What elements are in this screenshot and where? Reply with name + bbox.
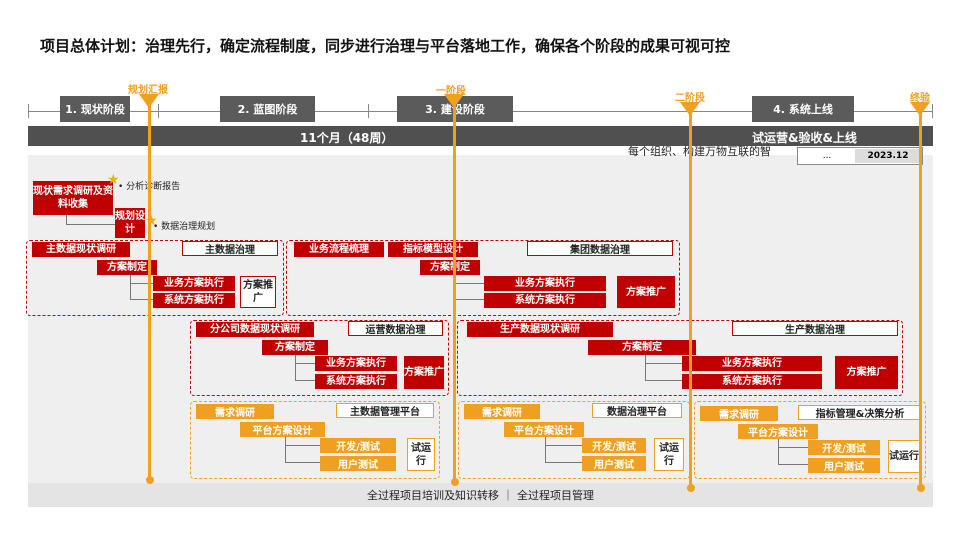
- phase-4: 4. 系统上线: [752, 96, 854, 122]
- scheme-box: 方案制定: [97, 260, 157, 275]
- survey-box: 现状需求调研及资料收集: [33, 181, 113, 215]
- timeline-tick: [158, 104, 159, 118]
- timeline-tick: [368, 104, 369, 118]
- req-survey-box: 需求调研: [700, 406, 778, 421]
- biz-exec-box: 业务方案执行: [484, 276, 606, 291]
- milestone-line: [148, 104, 151, 480]
- master-data-group: [26, 240, 284, 316]
- milestone-marker-icon: [444, 94, 464, 108]
- prod-survey-box: 生产数据现状调研: [467, 322, 613, 337]
- plan-design-box: 规划设计: [115, 208, 145, 238]
- indicator-design-box: 指标模型设计: [388, 242, 478, 257]
- platform-design-box: 平台方案设计: [504, 422, 584, 437]
- scheme-box: 方案制定: [262, 340, 328, 355]
- user-test-box: 用户测试: [808, 458, 880, 473]
- biz-exec-box: 业务方案执行: [682, 356, 822, 371]
- milestone-line: [453, 104, 456, 482]
- ops-data-group: [190, 320, 449, 396]
- milestone-marker-icon: [910, 102, 930, 116]
- prod-gov-box: 生产数据治理: [732, 321, 898, 336]
- scheme-box: 方案制定: [420, 260, 480, 275]
- duration-main: 11个月（48周）: [300, 131, 394, 145]
- master-gov-box: 主数据治理: [182, 241, 278, 256]
- star-icon: ★: [107, 172, 120, 188]
- milestone-label: 二阶段: [675, 93, 705, 104]
- phase-2: 2. 蓝图阶段: [220, 96, 315, 122]
- milestone-line: [919, 112, 922, 488]
- duration-trial: 试运营&验收&上线: [752, 131, 857, 145]
- milestone-label: 终验: [910, 93, 930, 104]
- dev-test-box: 开发/测试: [320, 438, 396, 453]
- req-survey-box: 需求调研: [464, 404, 540, 419]
- overlay-text: 每个组织、构建万物互联的智: [628, 146, 771, 158]
- connector: [455, 275, 484, 300]
- milestone-dot-icon: [451, 478, 459, 486]
- user-test-box: 用户测试: [582, 456, 646, 471]
- prod-data-group: [457, 320, 903, 396]
- timeline-tick: [932, 104, 933, 118]
- note-analysis: • 分析诊断报告: [118, 182, 181, 192]
- page-title: 项目总体计划：治理先行，确定流程制度，同步进行治理与平台落地工作，确保各个阶段的…: [40, 37, 731, 55]
- mdm-platform-box: 主数据管理平台: [336, 403, 434, 418]
- branch-survey-box: 分公司数据现状调研: [196, 322, 314, 337]
- milestone-dot-icon: [687, 484, 695, 492]
- bottom-bar: 全过程项目培训及知识转移 ｜ 全过程项目管理: [28, 483, 933, 507]
- indicator-platform-box: 指标管理&决策分析: [798, 405, 922, 420]
- master-survey-box: 主数据现状调研: [32, 242, 130, 257]
- trial-run-box: 试运行: [407, 438, 435, 471]
- gov-platform-box: 数据治理平台: [592, 403, 682, 418]
- sys-exec-box: 系统方案执行: [484, 293, 606, 308]
- platform-design-box: 平台方案设计: [240, 422, 325, 437]
- connector: [778, 439, 808, 465]
- milestone-dot-icon: [146, 476, 154, 484]
- indicator-platform-group: [694, 401, 926, 479]
- req-survey-box: 需求调研: [196, 404, 274, 419]
- ops-gov-box: 运营数据治理: [348, 321, 443, 336]
- connector: [295, 355, 315, 381]
- overlay-cell: ...: [822, 151, 832, 161]
- scheme-box: 方案制定: [588, 340, 696, 355]
- sys-exec-box: 系统方案执行: [315, 374, 397, 389]
- promote-box: 方案推广: [835, 356, 898, 389]
- flow-sort-box: 业务流程梳理: [294, 242, 384, 257]
- connector: [66, 215, 115, 225]
- connector: [285, 437, 320, 463]
- sys-exec-box: 系统方案执行: [153, 293, 235, 308]
- note-governance-plan: • 数据治理规划: [153, 222, 216, 232]
- connector: [545, 437, 582, 463]
- promote-box: 方案推广: [404, 356, 444, 389]
- milestone-line: [689, 112, 692, 488]
- group-gov-box: 集团数据治理: [527, 241, 673, 256]
- connector: [130, 275, 153, 300]
- timeline-tick: [28, 104, 29, 118]
- trial-run-box: 试运行: [654, 438, 684, 471]
- dev-test-box: 开发/测试: [808, 440, 880, 455]
- sys-exec-box: 系统方案执行: [682, 374, 822, 389]
- milestone-label: 一阶段: [436, 86, 466, 97]
- dev-test-box: 开发/测试: [582, 438, 646, 453]
- connector: [645, 355, 682, 381]
- biz-exec-box: 业务方案执行: [153, 276, 235, 291]
- trial-run-box: 试运行: [888, 440, 920, 473]
- milestone-marker-icon: [139, 94, 159, 108]
- duration-bar: [28, 126, 933, 146]
- milestone-marker-icon: [680, 102, 700, 116]
- group-data-group: [286, 240, 680, 316]
- platform-design-box: 平台方案设计: [738, 424, 818, 439]
- milestone-label: 规划汇报: [128, 85, 168, 96]
- overlay-cell: 2023.12: [855, 149, 921, 163]
- phase-1: 1. 现状阶段: [60, 96, 130, 122]
- biz-exec-box: 业务方案执行: [315, 356, 397, 371]
- user-test-box: 用户测试: [320, 456, 396, 471]
- promote-box: 方案推广: [617, 276, 675, 308]
- mdm-platform-group: [190, 401, 440, 479]
- milestone-dot-icon: [917, 484, 925, 492]
- promote-box: 方案推广: [240, 276, 276, 308]
